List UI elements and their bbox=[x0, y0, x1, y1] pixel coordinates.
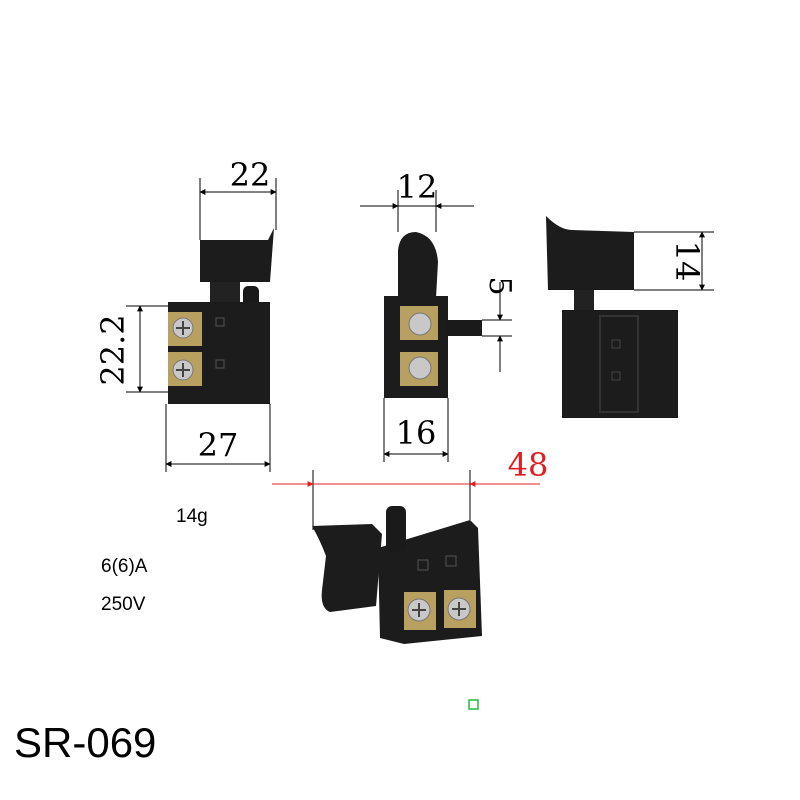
dim-back-trigger-height: 14 bbox=[668, 241, 706, 282]
side-trigger bbox=[398, 232, 438, 298]
side-terminals bbox=[400, 306, 438, 386]
weight-label: 14g bbox=[176, 506, 208, 527]
dim-overall-length: 48 bbox=[508, 446, 549, 484]
back-body bbox=[562, 310, 678, 418]
current-rating-label: 6(6)A bbox=[101, 556, 148, 577]
overall-length-dimension: 48 bbox=[272, 446, 548, 530]
front-view: 22 22.2 27 bbox=[94, 156, 277, 472]
iso-trigger bbox=[312, 524, 382, 612]
iso-view bbox=[312, 506, 482, 644]
iso-plunger bbox=[386, 506, 406, 552]
iso-terminals bbox=[404, 590, 476, 630]
back-stem bbox=[574, 290, 594, 314]
front-trigger bbox=[200, 228, 274, 282]
dim-front-height: 22.2 bbox=[94, 314, 132, 385]
model-number: SR-069 bbox=[14, 719, 157, 766]
dim-side-top-width: 12 bbox=[397, 168, 438, 206]
voltage-rating-label: 250V bbox=[101, 594, 146, 615]
dim-front-top-width: 22 bbox=[230, 156, 271, 194]
green-marker-icon bbox=[468, 699, 479, 710]
back-view: 14 bbox=[546, 216, 714, 418]
back-trigger bbox=[546, 216, 634, 290]
side-plunger bbox=[446, 320, 482, 336]
side-view: 12 5 16 bbox=[360, 168, 517, 462]
dim-front-body-width: 27 bbox=[198, 426, 239, 464]
dim-side-body-width: 16 bbox=[396, 414, 437, 452]
front-terminals bbox=[168, 312, 202, 386]
dim-side-plunger: 5 bbox=[482, 276, 517, 295]
